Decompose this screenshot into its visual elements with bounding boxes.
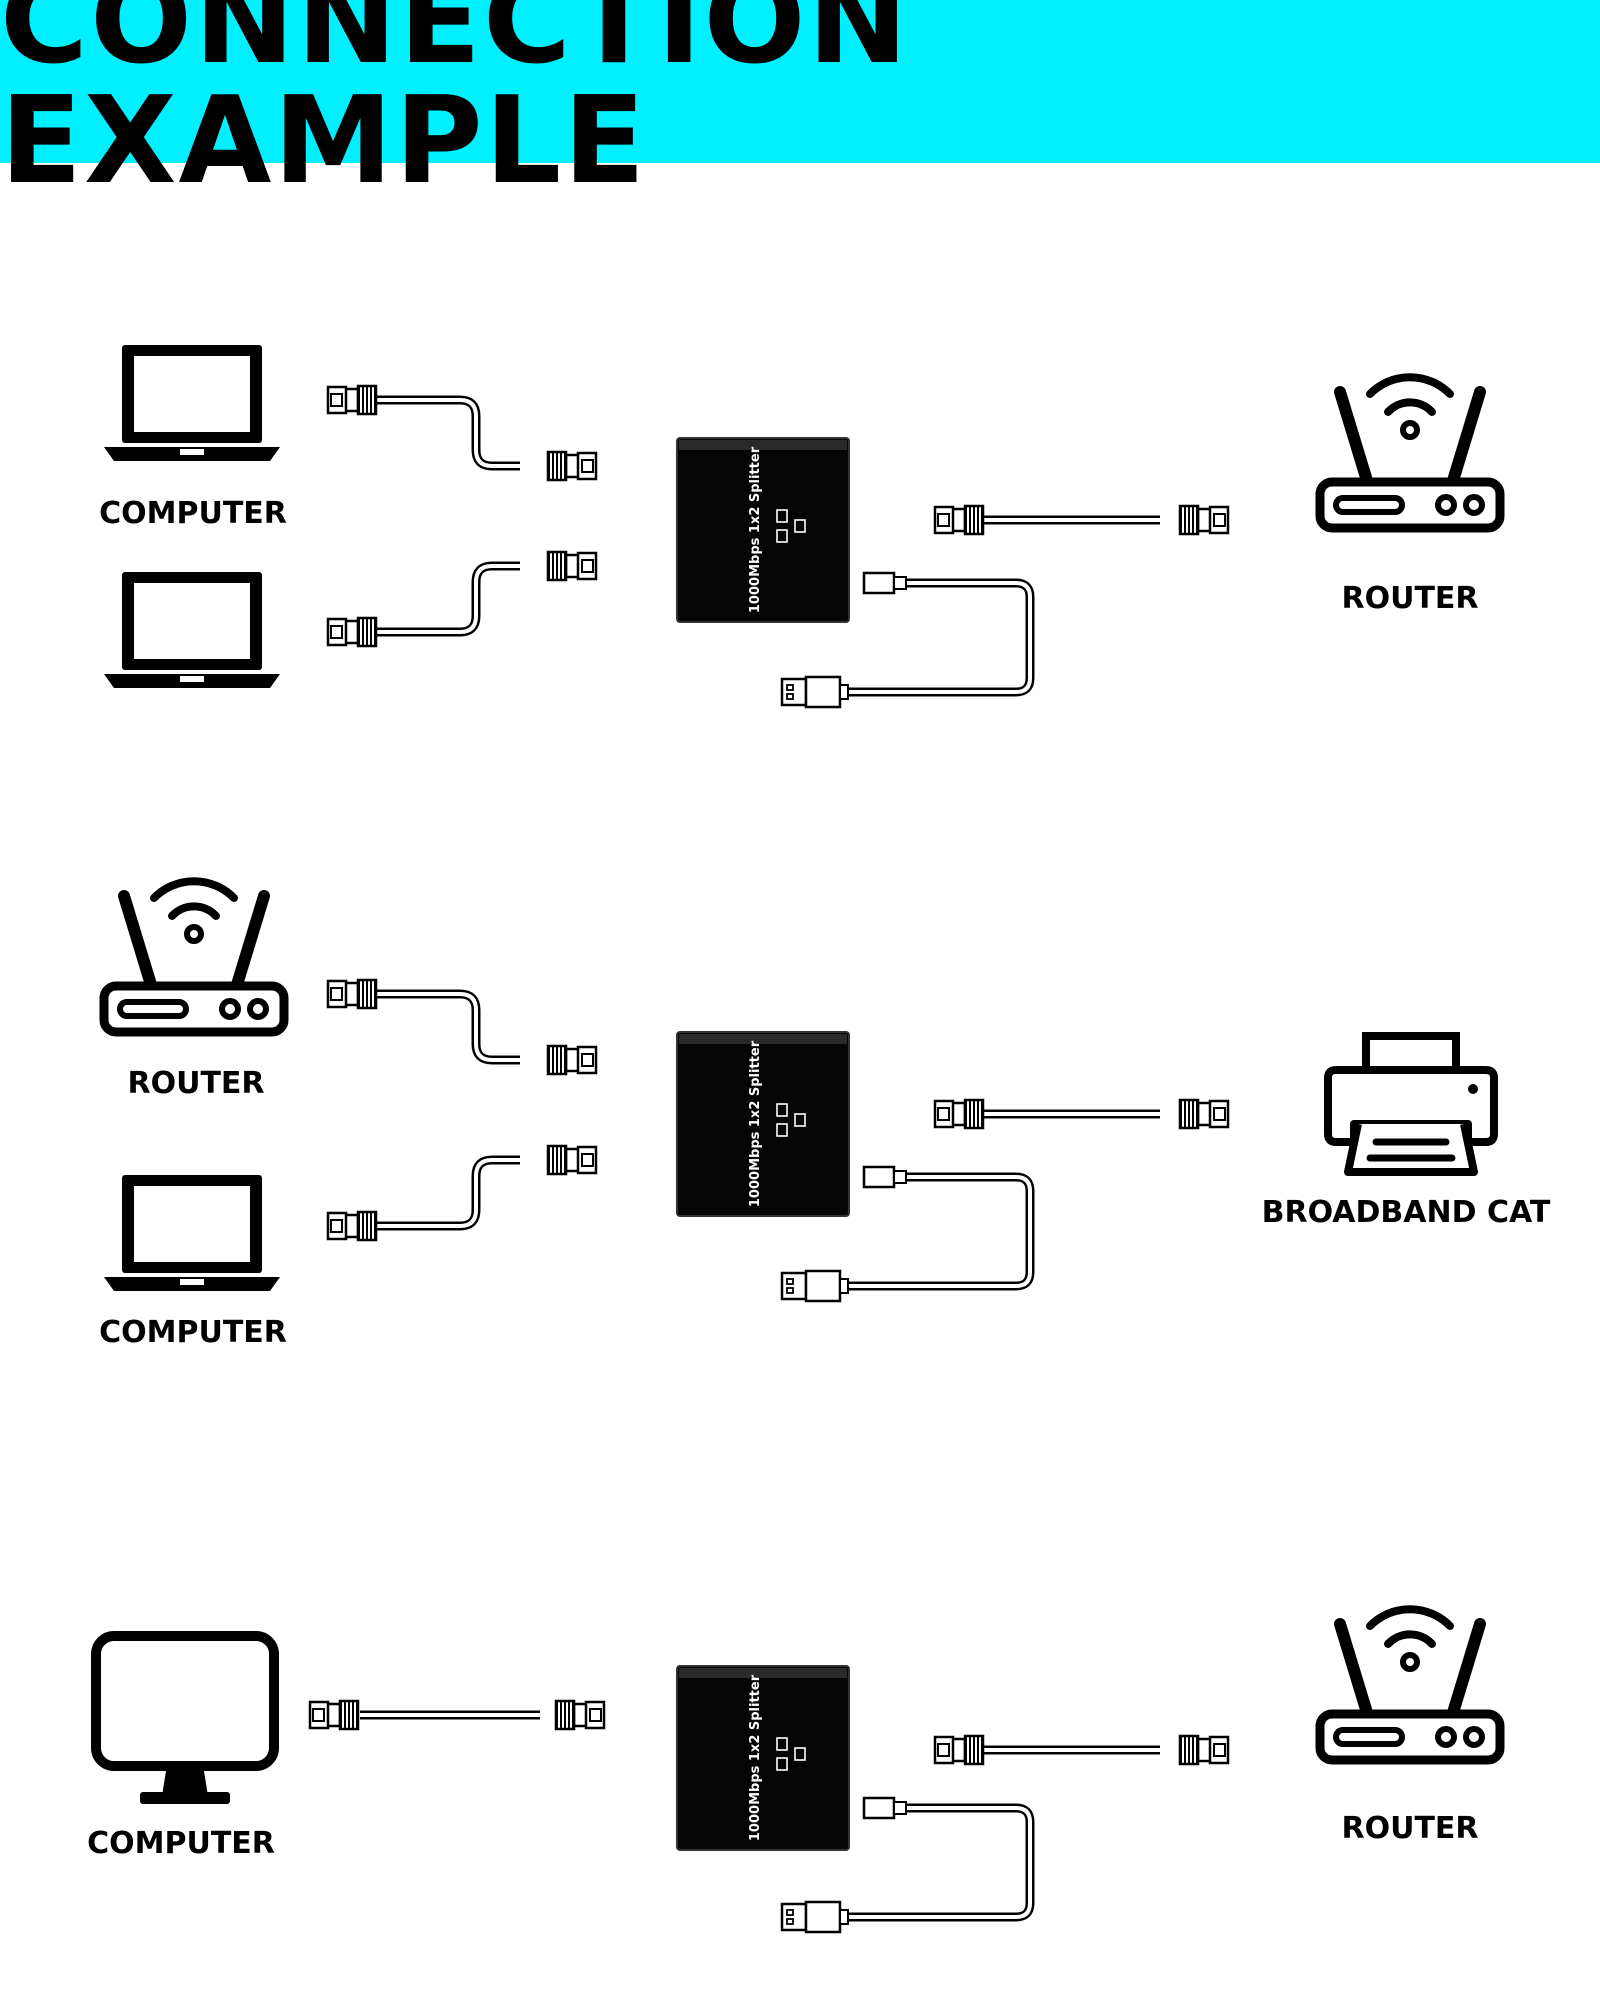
ethernet-plug	[935, 1100, 983, 1128]
splitter-port-glyph	[776, 1757, 788, 1771]
usb-cable-icon-outer	[848, 1803, 1035, 1922]
ethernet-plug	[1178, 1734, 1230, 1766]
usb-c-plug	[862, 1165, 908, 1189]
splitter-port-glyph	[776, 509, 788, 523]
laptop-icon	[104, 345, 280, 461]
splitter-edge	[679, 1034, 847, 1044]
usb-c-plug	[862, 571, 908, 595]
ethernet-plug	[935, 506, 983, 534]
right-label: ROUTER	[1341, 581, 1478, 616]
ethernet-cable-icon-inner	[370, 1158, 520, 1228]
splitter-model-text: 1000Mbps 1x2 Splitter	[748, 1040, 763, 1207]
router-icon	[104, 881, 284, 1032]
splitter-icon: 1000Mbps 1x2 Splitter	[676, 437, 850, 623]
splitter-body	[676, 1031, 850, 1217]
left-top-label: COMPUTER	[87, 1826, 275, 1861]
ethernet-cable-icon-outer	[370, 1155, 520, 1231]
usb-c-plug	[862, 1796, 908, 1820]
usb-cable-icon-outer	[848, 578, 1035, 697]
left-bottom-label: COMPUTER	[99, 1315, 287, 1350]
ethernet-cable-icon-outer	[370, 395, 520, 471]
usb-cable-icon-inner	[848, 581, 1032, 694]
ethernet-plug	[1178, 504, 1230, 536]
splitter-body	[676, 1665, 850, 1851]
splitter-model-text: 1000Mbps 1x2 Splitter	[748, 1674, 763, 1841]
ethernet-plug	[328, 618, 376, 646]
splitter-port-glyph	[794, 1113, 806, 1127]
left-top-label: COMPUTER	[99, 496, 287, 531]
ethernet-cable-icon-inner	[370, 564, 520, 634]
ethernet-plug	[328, 980, 376, 1008]
ethernet-cable-icon-inner	[370, 398, 520, 468]
splitter-icon: 1000Mbps 1x2 Splitter	[676, 1031, 850, 1217]
splitter-body	[676, 437, 850, 623]
ethernet-plug	[546, 450, 598, 482]
monitor-icon	[96, 1636, 274, 1804]
usb-cable-icon-outer	[848, 1172, 1035, 1291]
laptop-icon	[104, 1175, 280, 1291]
router-icon	[1320, 1609, 1500, 1760]
splitter-model-text: 1000Mbps 1x2 Splitter	[748, 446, 763, 613]
usb-a-plug	[780, 1900, 850, 1934]
splitter-port-glyph	[776, 1123, 788, 1137]
splitter-edge	[679, 1668, 847, 1678]
header-banner	[0, 0, 1600, 163]
ethernet-cable-icon-outer	[370, 561, 520, 637]
ethernet-plug	[310, 1701, 358, 1729]
splitter-icon: 1000Mbps 1x2 Splitter	[676, 1665, 850, 1851]
splitter-port-glyph	[776, 1737, 788, 1751]
splitter-port-glyph	[776, 1103, 788, 1117]
right-label: ROUTER	[1341, 1811, 1478, 1846]
splitter-edge	[679, 440, 847, 450]
ethernet-plug	[328, 386, 376, 414]
ethernet-plug	[546, 1144, 598, 1176]
router-icon	[1320, 377, 1500, 528]
usb-a-plug	[780, 1269, 850, 1303]
splitter-port-glyph	[794, 519, 806, 533]
ethernet-plug	[546, 1044, 598, 1076]
ethernet-cable-icon-inner	[370, 992, 520, 1062]
splitter-port-glyph	[794, 1747, 806, 1761]
ethernet-plug	[1178, 1098, 1230, 1130]
ethernet-plug	[554, 1699, 606, 1731]
usb-cable-icon-inner	[848, 1806, 1032, 1919]
printer-icon	[1328, 1036, 1494, 1172]
ethernet-plug	[328, 1212, 376, 1240]
left-top-label: ROUTER	[127, 1066, 264, 1101]
ethernet-plug	[935, 1736, 983, 1764]
splitter-port-glyph	[776, 529, 788, 543]
usb-cable-icon-inner	[848, 1175, 1032, 1288]
ethernet-plug	[546, 550, 598, 582]
right-label: BROADBAND CAT	[1262, 1195, 1551, 1230]
ethernet-cable-icon-outer	[370, 989, 520, 1065]
laptop-icon	[104, 572, 280, 688]
usb-a-plug	[780, 675, 850, 709]
